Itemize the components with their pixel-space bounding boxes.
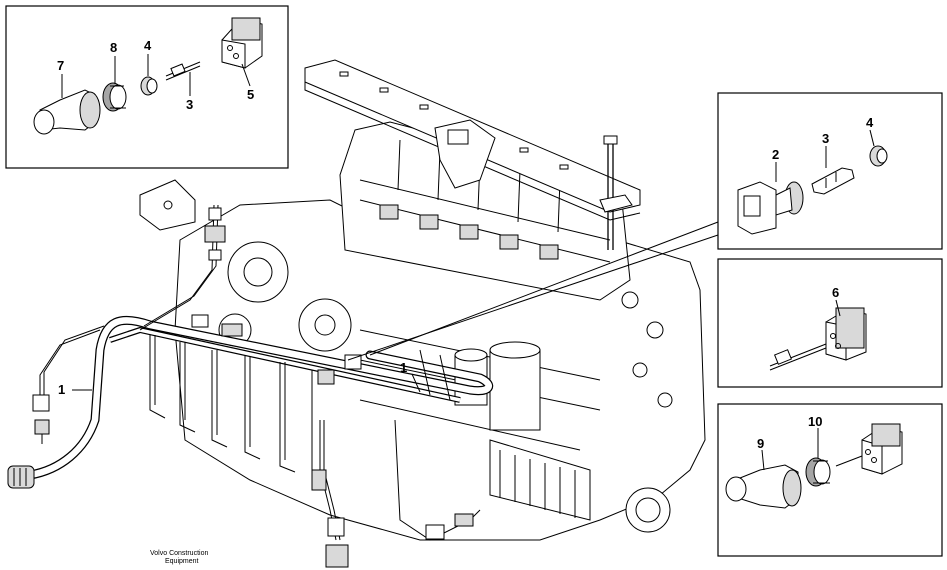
inset-right-bottom [717,403,943,557]
callout-8: 8 [110,40,117,55]
callout-1-left: 1 [58,382,65,397]
callout-3-top-left: 3 [186,97,193,112]
callout-9: 9 [757,436,764,451]
callout-5: 5 [247,87,254,102]
callout-4-right: 4 [866,115,874,130]
inset-top-left [5,5,289,169]
inset-right-mid [717,258,943,388]
callout-2: 2 [772,147,779,162]
harness-bracket-top [304,59,641,250]
callout-10: 10 [808,414,822,429]
credit-line-2: Equipment [165,558,199,565]
callout-3-right: 3 [822,131,829,146]
callout-6: 6 [832,285,839,300]
wiring-harness [7,204,494,568]
inset-right-top [717,92,943,250]
sensor-flange [139,179,196,231]
callout-4-top-left: 4 [144,38,152,53]
credit-line-1: Volvo Construction [150,550,208,557]
callout-1-center: 1 [400,360,407,375]
callout-7: 7 [57,58,64,73]
